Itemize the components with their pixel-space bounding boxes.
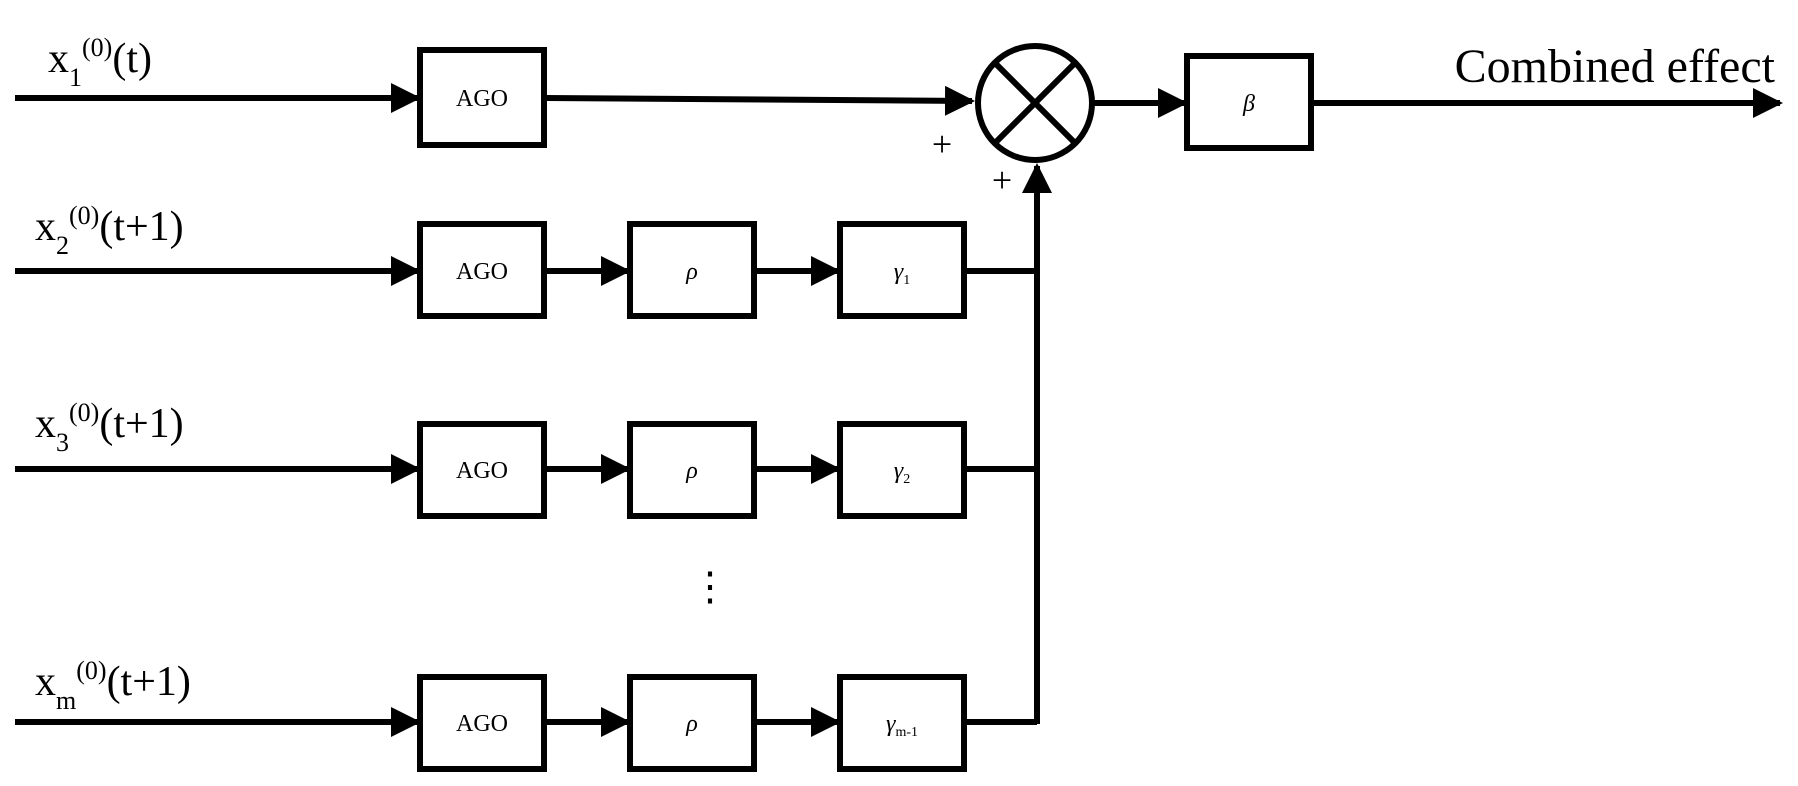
ago-label-m: AGO [456,711,508,737]
ellipsis: ⋮ [690,564,730,609]
ago-block-1 [417,47,547,148]
rho-label-3: ρ [685,458,698,484]
ago-label-2: AGO [456,259,508,285]
input-row-1: x1(0)(t) AGO [15,33,975,148]
rho-block-2 [627,221,757,319]
input-label-1: x1(0)(t) [48,33,152,92]
input-row-m: xm(0)(t+1) AGO ρ γm-1 [15,656,1037,772]
output-label: Combined effect [1455,40,1776,93]
input-label-m: xm(0)(t+1) [35,656,191,715]
plus-sign-top: + [932,124,952,164]
gamma-label-2: γ2 [894,458,910,487]
input-label-3: x3(0)(t+1) [35,398,184,457]
gamma-label-m: γm-1 [886,711,918,740]
ago-label-3: AGO [456,458,508,484]
rho-block-3 [627,421,757,519]
input-row-2: x2(0)(t+1) AGO ρ γ1 [15,201,1037,319]
ago-label-1: AGO [456,86,508,112]
input-row-3: x3(0)(t+1) AGO ρ γ2 [15,398,1037,519]
gamma-block-m [837,674,967,772]
ago-block-m [417,674,547,772]
ago-block-3 [417,421,547,519]
rho-label-m: ρ [685,711,698,737]
gamma-block-1 [837,221,967,319]
beta-block [1184,53,1314,151]
rho-label-2: ρ [685,259,698,285]
ago-block-2 [417,221,547,319]
gamma-label-1: γ1 [894,259,910,288]
input-label-2: x2(0)(t+1) [35,201,184,260]
circle-x-icon [975,43,1095,163]
beta-label: β [1242,91,1255,117]
wire-ago1-to-sum [546,85,975,116]
rho-block-m [627,674,757,772]
plus-sign-bottom: + [992,160,1012,200]
gamma-block-2 [837,421,967,519]
